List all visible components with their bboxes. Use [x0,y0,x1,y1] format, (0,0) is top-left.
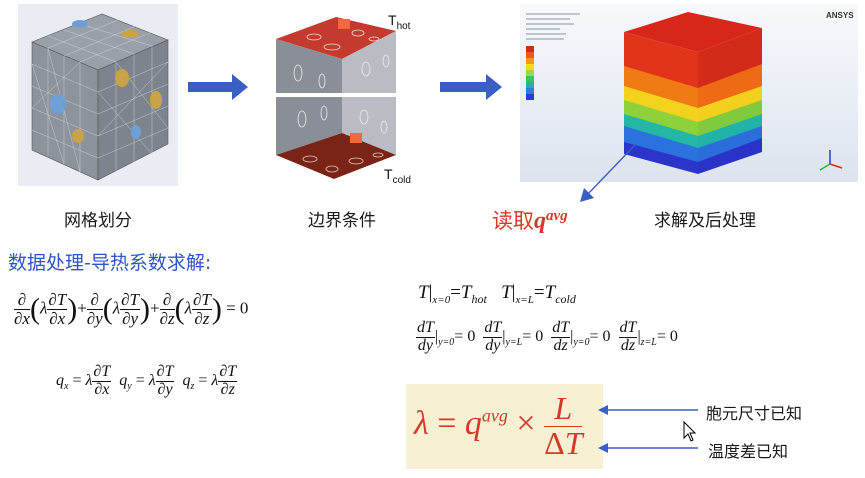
heat-conduction-equation: ∂∂x(λ∂T∂x)+∂∂y(λ∂T∂y)+∂∂z(λ∂T∂z) = 0 [14,290,249,328]
temp-diff-arrow [598,443,698,453]
caption-mesh: 网格划分 [64,211,132,231]
read-pointer-arrow [580,143,637,202]
boundary-hot-image [262,3,420,93]
flow-arrow-2 [440,74,502,100]
boundary-cold-image [262,97,420,185]
flux-equations: qx = λ∂T∂x qy = λ∂T∂y qz = λ∂T∂z [56,363,238,398]
t-cold-label: Tcold [384,166,411,186]
temperature-boundary-conditions: T|x=0=Thot T|x=L=Tcold [418,282,576,306]
axis-triad-icon [819,150,843,171]
section-title: 数据处理-导热系数求解: [8,252,212,274]
t-hot-label: Thot [388,12,411,32]
cell-size-arrow [598,405,698,415]
ansys-logo: ANSYS [826,11,854,20]
read-q-avg-label: 读取qavg [492,208,568,234]
caption-boundary: 边界条件 [308,211,376,231]
flow-arrow-1 [188,74,248,100]
cell-size-known-label: 胞元尺寸已知 [706,404,803,423]
mesh-cube-image [18,4,178,186]
solution-cube-image: ANSYS [520,4,858,182]
move-cursor-icon [683,420,697,442]
caption-solve: 求解及后处理 [654,211,756,231]
color-legend [526,13,580,100]
temp-diff-known-label: 温度差已知 [708,442,789,461]
